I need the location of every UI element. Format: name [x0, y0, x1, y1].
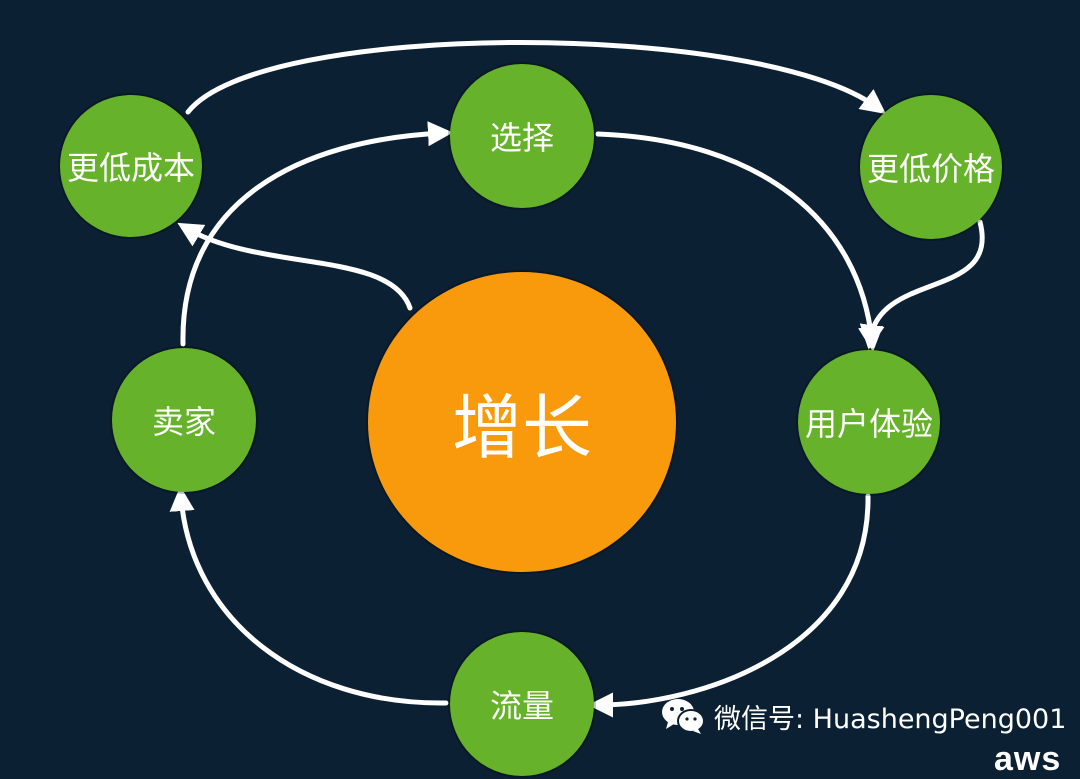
watermark-text: 微信号: HuashengPeng001 — [714, 703, 1067, 735]
arrow-selection-to-experience — [595, 131, 883, 352]
arrow-lowercost-to-lowerprice — [185, 40, 887, 115]
lower-price-label: 更低价格 — [866, 150, 995, 188]
selection-label: 选择 — [489, 119, 554, 157]
sellers-label: 卖家 — [151, 403, 216, 441]
arrow-sellers-to-selection — [180, 121, 453, 347]
lower-cost-node: 更低成本 — [60, 95, 202, 237]
traffic-node: 流量 — [450, 632, 594, 776]
growth-label: 增长 — [452, 386, 592, 469]
lower-cost-label: 更低成本 — [66, 149, 195, 187]
arrow-lowerprice-to-experience — [859, 219, 985, 350]
arrow-growth-to-lowercost — [177, 222, 413, 311]
aws-logo: aws — [994, 740, 1062, 778]
lower-price-node: 更低价格 — [860, 95, 1002, 239]
traffic-label: 流量 — [489, 687, 554, 725]
wechat-icon — [662, 699, 705, 734]
arrow-experience-to-traffic — [588, 493, 871, 718]
selection-node: 选择 — [450, 64, 594, 208]
customer-experience-node: 用户体验 — [798, 350, 940, 494]
growth-node: 增长 — [368, 272, 676, 572]
sellers-node: 卖家 — [112, 348, 256, 492]
wechat-watermark: 微信号: HuashengPeng001 — [660, 696, 1066, 736]
customer-experience-label: 用户体验 — [804, 405, 933, 443]
arrow-traffic-to-sellers — [169, 486, 449, 706]
